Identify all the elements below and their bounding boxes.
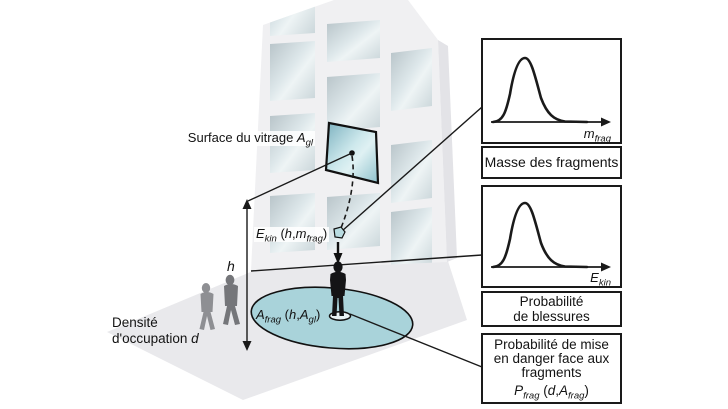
afrag-label: Afrag (h,Agl) bbox=[256, 307, 321, 326]
mass-axis-label: mfrag bbox=[583, 126, 611, 145]
window-pane bbox=[270, 41, 315, 101]
injury-distribution-curve bbox=[491, 201, 611, 272]
height-label: h bbox=[227, 258, 235, 274]
surface-label: Surface du vitrage Agl bbox=[163, 130, 315, 148]
danger-line: en danger face aux bbox=[493, 351, 610, 366]
window-pane bbox=[391, 207, 432, 270]
injury-caption-box: Probabilité de blessures bbox=[481, 291, 622, 327]
leader-line-mass bbox=[341, 106, 483, 232]
fragment-icon bbox=[333, 226, 346, 239]
injury-curve-box: Ekin bbox=[481, 185, 622, 288]
danger-line: Probabilité de mise bbox=[494, 337, 609, 352]
height-dimension-line bbox=[242, 152, 353, 351]
mass-caption-box: Masse des fragments bbox=[481, 146, 622, 179]
trajectory-dashed bbox=[340, 155, 354, 229]
danger-formula: Pfrag (d,Afrag) bbox=[514, 383, 589, 402]
impact-arrow bbox=[333, 242, 343, 264]
window-pane bbox=[327, 20, 380, 62]
danger-box: Probabilité de mise en danger face aux f… bbox=[481, 333, 622, 404]
mass-distribution-curve bbox=[491, 56, 611, 127]
window-pane bbox=[391, 140, 432, 203]
window-pane bbox=[327, 73, 380, 131]
leader-line-danger bbox=[349, 313, 483, 368]
person-silhouette bbox=[330, 261, 346, 316]
mass-curve-box: mfrag bbox=[481, 38, 622, 144]
building-side-face bbox=[438, 40, 457, 262]
ekin-label: Ekin (h,mfrag) bbox=[254, 226, 330, 245]
injury-axis-label: Ekin bbox=[590, 270, 611, 289]
pedestrians-silhouettes bbox=[199, 274, 240, 330]
window-grid bbox=[270, 0, 432, 270]
danger-line: fragments bbox=[521, 365, 582, 380]
window-pane bbox=[270, 0, 315, 36]
leader-line-floor bbox=[250, 254, 483, 272]
window-pane bbox=[391, 48, 432, 111]
densite-label: Densité d'occupation d bbox=[112, 315, 199, 346]
